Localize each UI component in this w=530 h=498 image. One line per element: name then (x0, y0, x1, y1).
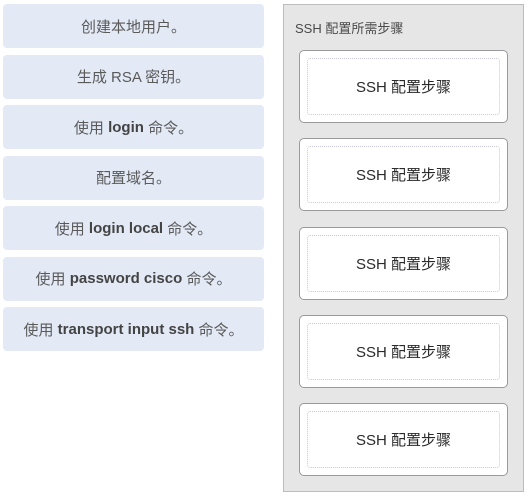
option-create-local-user[interactable]: 创建本地用户。 (3, 4, 264, 48)
option-text-suffix: 命令。 (148, 119, 194, 137)
option-text: 配置域名。 (95, 170, 171, 187)
ssh-steps-drop-panel: SSH 配置所需步骤 SSH 配置步骤 SSH 配置步骤 SSH 配置步骤 SS… (283, 4, 524, 492)
option-configure-domain-name[interactable]: 配置域名。 (3, 155, 264, 200)
panel-title: SSH 配置所需步骤 (295, 21, 404, 36)
drop-slot-5[interactable]: SSH 配置步骤 (299, 403, 508, 476)
option-command: login local (88, 219, 164, 237)
option-login-local-command[interactable]: 使用 login local 命令。 (3, 206, 264, 250)
option-text-prefix: 使用 (54, 220, 85, 238)
option-text: 创建本地用户。 (80, 18, 186, 36)
drop-slot-3[interactable]: SSH 配置步骤 (299, 227, 508, 300)
draggable-options-list: 创建本地用户。 生成 RSA 密钥。 使用 login 命令。 配置域名。 使用… (3, 4, 264, 358)
drop-slot-placeholder: SSH 配置步骤 (307, 146, 500, 203)
drop-slot-placeholder: SSH 配置步骤 (307, 235, 500, 292)
option-text-prefix: 使用 (35, 271, 66, 288)
option-transport-input-ssh-command[interactable]: 使用 transport input ssh 命令。 (3, 307, 264, 351)
option-password-cisco-command[interactable]: 使用 password cisco 命令。 (3, 256, 264, 301)
option-text-suffix: 命令。 (186, 271, 232, 288)
option-generate-rsa-keys[interactable]: 生成 RSA 密钥。 (3, 54, 264, 99)
option-login-command[interactable]: 使用 login 命令。 (3, 105, 264, 149)
drop-slot-2[interactable]: SSH 配置步骤 (299, 138, 508, 211)
option-text-prefix: 使用 (23, 321, 54, 339)
option-text: 生成 RSA 密钥。 (76, 69, 191, 86)
option-command: transport input ssh (57, 320, 195, 338)
option-text-suffix: 命令。 (167, 220, 213, 238)
option-command: password cisco (69, 270, 183, 287)
drop-slot-placeholder: SSH 配置步骤 (307, 323, 500, 380)
drop-slot-4[interactable]: SSH 配置步骤 (299, 315, 508, 388)
option-text-prefix: 使用 (73, 119, 104, 137)
option-text-suffix: 命令。 (198, 321, 244, 339)
option-command: login (108, 118, 144, 136)
drop-slot-1[interactable]: SSH 配置步骤 (299, 50, 508, 123)
drop-slot-placeholder: SSH 配置步骤 (307, 58, 500, 115)
drop-slot-placeholder: SSH 配置步骤 (307, 411, 500, 468)
